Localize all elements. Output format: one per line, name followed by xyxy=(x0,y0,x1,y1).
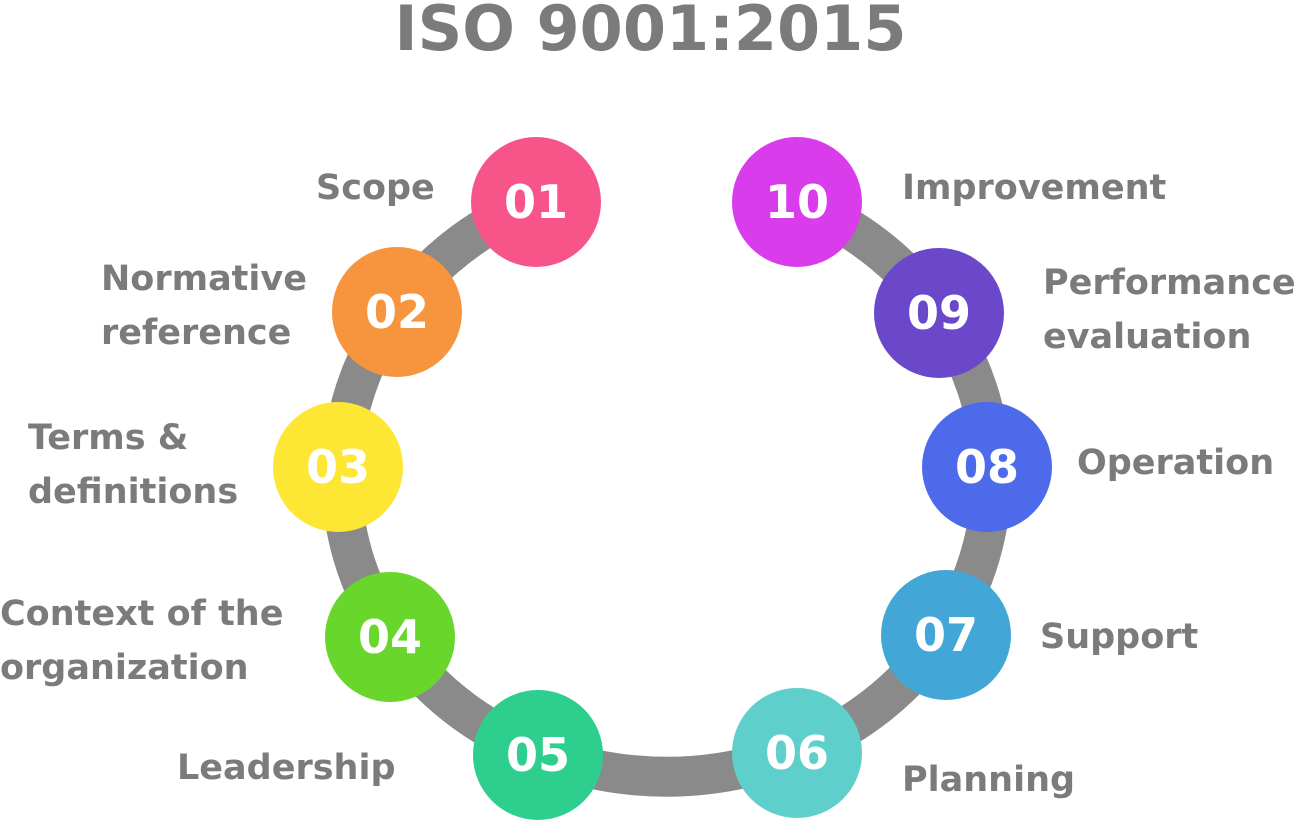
ring-arc xyxy=(321,183,1012,797)
step-label-operation: Operation xyxy=(1077,443,1275,483)
label-line: evaluation xyxy=(1043,317,1252,357)
step-label-scope: Scope xyxy=(316,168,435,208)
step-circle-06: 06 xyxy=(732,688,862,818)
diagram-title: ISO 9001:2015 xyxy=(394,0,907,65)
step-label-improvement: Improvement xyxy=(902,168,1167,208)
step-circle-08: 08 xyxy=(922,402,1052,532)
label-line: Normative xyxy=(101,259,307,299)
step-label-performance-evaluation: Performance evaluation xyxy=(1043,256,1296,364)
step-label-terms-definitions: Terms & definitions xyxy=(28,411,238,519)
step-circle-05: 05 xyxy=(473,690,603,820)
step-circle-03: 03 xyxy=(273,402,403,532)
label-line: Context of the xyxy=(0,594,284,634)
step-circle-10: 10 xyxy=(732,137,862,267)
step-label-support: Support xyxy=(1040,617,1199,657)
step-circle-01: 01 xyxy=(471,137,601,267)
step-label-planning: Planning xyxy=(902,760,1076,800)
step-circle-07: 07 xyxy=(881,570,1011,700)
step-circle-09: 09 xyxy=(874,248,1004,378)
label-line: reference xyxy=(101,313,292,353)
step-circle-02: 02 xyxy=(332,247,462,377)
label-line: organization xyxy=(0,648,249,688)
step-label-leadership: Leadership xyxy=(177,748,396,788)
step-circle-04: 04 xyxy=(325,572,455,702)
step-label-normative-reference: Normative reference xyxy=(101,252,307,360)
label-line: Performance xyxy=(1043,263,1296,303)
step-label-context: Context of the organization xyxy=(0,587,283,695)
label-line: definitions xyxy=(28,472,239,512)
label-line: Terms & xyxy=(28,418,189,458)
